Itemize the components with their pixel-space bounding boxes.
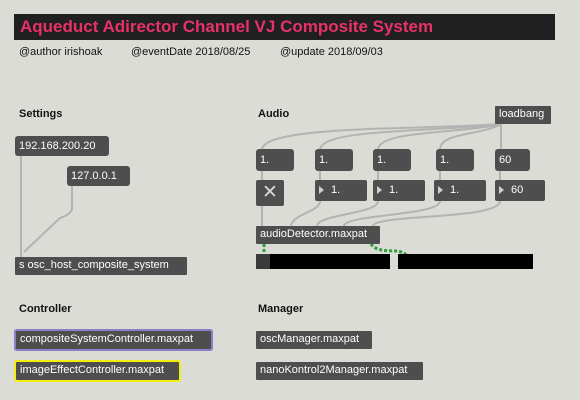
loadbang-object[interactable]: loadbang	[495, 106, 551, 124]
controller-heading: Controller	[19, 303, 72, 315]
cord-loadbang-1	[261, 123, 502, 151]
page-title: Aqueduct Adirector Channel VJ Composite …	[14, 14, 555, 40]
image-effect-controller-patch[interactable]: imageEffectController.maxpat	[16, 362, 179, 380]
cord-local-to-send	[23, 185, 73, 253]
audio-detector-patch[interactable]: audioDetector.maxpat	[256, 226, 380, 244]
audio-message-5[interactable]: 60	[495, 149, 530, 171]
triangle-right-icon	[499, 186, 504, 194]
number-box-value: 1.	[389, 184, 399, 196]
cord-loadbang-2	[319, 123, 502, 151]
cord-num1-detector	[290, 200, 321, 227]
number-box-1[interactable]: 1.	[315, 180, 367, 201]
audio-message-2[interactable]: 1.	[315, 149, 353, 171]
meter-fill	[256, 254, 270, 269]
level-meter-1	[256, 254, 390, 269]
number-box-3[interactable]: 1.	[434, 180, 486, 201]
composite-controller-patch[interactable]: compositeSystemController.maxpat	[16, 331, 211, 349]
number-box-value: 60	[511, 184, 524, 196]
audio-heading: Audio	[258, 108, 290, 120]
audio-message-3[interactable]: 1.	[373, 149, 411, 171]
localhost-message-box[interactable]: 127.0.0.1	[67, 166, 130, 186]
settings-heading: Settings	[19, 108, 63, 120]
triangle-right-icon	[377, 186, 382, 194]
audio-message-1[interactable]: 1.	[256, 149, 294, 171]
audio-message-4[interactable]: 1.	[436, 149, 474, 171]
triangle-right-icon	[438, 186, 443, 194]
cord-loadbang-3	[377, 123, 502, 151]
manager-heading: Manager	[258, 303, 304, 315]
update-comment: @update 2018/09/03	[280, 46, 383, 58]
cord-num3-detector	[343, 200, 441, 227]
number-box-4[interactable]: 60	[495, 180, 545, 201]
send-osc-host-object[interactable]: s osc_host_composite_system	[15, 257, 187, 275]
cord-loadbang-4	[439, 123, 502, 151]
event-date-comment: @eventDate 2018/08/25	[131, 46, 251, 58]
number-box-value: 1.	[331, 184, 341, 196]
cord-num2-detector	[316, 200, 379, 227]
level-meter-2	[398, 254, 533, 269]
toggle-close-icon[interactable]: ✕	[256, 180, 284, 206]
cord-num4-detector	[372, 200, 501, 227]
author-comment: @author irishoak	[19, 46, 103, 58]
number-box-value: 1.	[450, 184, 460, 196]
triangle-right-icon	[319, 186, 324, 194]
ip-message-box[interactable]: 192.168.200.20	[15, 136, 109, 156]
osc-manager-patch[interactable]: oscManager.maxpat	[256, 331, 372, 349]
nanokontrol2-manager-patch[interactable]: nanoKontrol2Manager.maxpat	[256, 362, 423, 380]
number-box-2[interactable]: 1.	[373, 180, 425, 201]
